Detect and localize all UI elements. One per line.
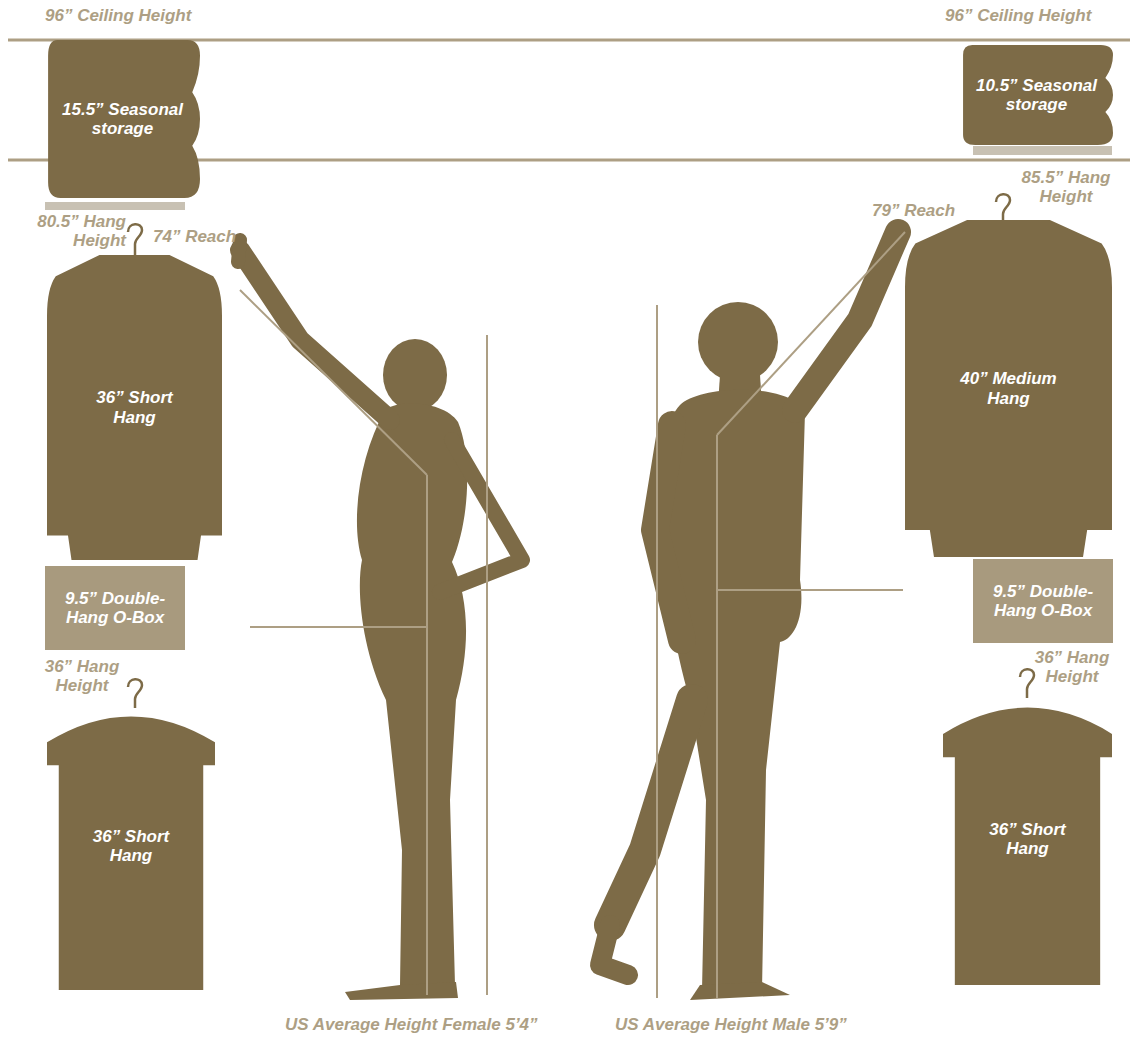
hang-height-label: 36” Hang Height [1026,648,1118,686]
o-box-outline [45,566,185,650]
man-limbs [600,232,898,975]
node-text: 36” Short Hang [978,820,1078,858]
text-holder: 10.5” Seasonal storage [967,76,1107,114]
storage-bin-outline [963,45,1113,145]
hang-height-label: 36” Hang Height [36,657,128,695]
short-hang-garment: 36” Short Hang [47,702,215,990]
medium-hang-garment-outline [905,220,1112,557]
figure-caption: US Average Height Female 5’4” [285,1015,538,1034]
hang-height-label: 80.5” Hang Height [22,212,126,250]
text-holder: 9.5” Double-Hang O-Box [983,582,1103,620]
short-hang-garment: 36” Short Hang [47,255,222,560]
measure-lines [240,232,905,998]
reach-label: 79” Reach [872,201,955,220]
text-holder: 36” Short Hang [978,820,1078,858]
storage-bin: 10.5” Seasonal storage [960,45,1113,145]
node-text: 36” Short Hang [85,388,185,426]
o-box: 9.5” Double-Hang O-Box [45,566,185,650]
text-holder: 40” Medium Hang [949,369,1069,407]
short-hang-garment-outline [943,708,1112,985]
text-holder: 9.5” Double-Hang O-Box [55,589,175,627]
text-holder: 36” Short Hang [85,388,185,426]
storage-bin-outline [48,40,200,198]
short-hang-garment: 36” Short Hang [943,693,1112,985]
shelves [45,146,1112,210]
storage-bin: 15.5” Seasonal storage [45,40,200,198]
o-box-outline [973,559,1113,643]
reach-label: 74” Reach [153,227,236,246]
figure-caption: US Average Height Male 5’9” [615,1015,847,1034]
ceiling-height-label: 96” Ceiling Height [945,6,1091,25]
o-box: 9.5” Double-Hang O-Box [973,559,1113,643]
text-holder: 36” Short Hang [81,827,181,865]
short-hang-garment-outline [47,255,222,560]
hanger-hooks [128,194,1034,708]
short-hang-garment-outline [47,716,215,990]
ceiling-height-label: 96” Ceiling Height [45,6,191,25]
node-text: 15.5” Seasonal storage [53,100,193,138]
hang-height-label: 85.5” Hang Height [1014,168,1118,206]
woman-arms [238,240,522,592]
node-text: 9.5” Double-Hang O-Box [983,582,1103,620]
node-text: 9.5” Double-Hang O-Box [55,589,175,627]
node-text: 10.5” Seasonal storage [967,76,1107,114]
node-text: 36” Short Hang [81,827,181,865]
node-text: 40” Medium Hang [949,369,1069,407]
medium-hang-garment: 40” Medium Hang [905,220,1112,557]
text-holder: 15.5” Seasonal storage [53,100,193,138]
